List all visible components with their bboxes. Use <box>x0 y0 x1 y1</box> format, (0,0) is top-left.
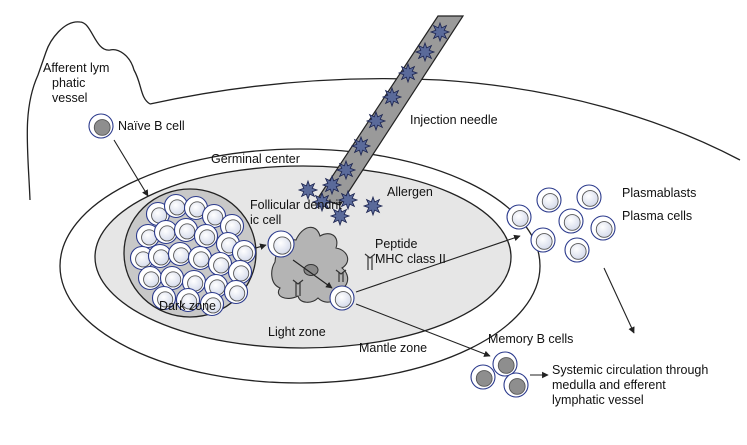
allergen-icon <box>397 62 419 84</box>
b-cell-icon <box>137 265 163 291</box>
mantle-zone-label: Mantle zone <box>359 341 427 355</box>
allergen-icon <box>337 189 359 211</box>
plasma-cell-icon <box>530 227 556 253</box>
germinal-center-label: Germinal center <box>211 152 300 166</box>
allergen-icon <box>414 41 436 63</box>
systemic-label-line1: Systemic circulation through <box>552 363 708 377</box>
afferent-label-line1: Afferent lym <box>43 61 109 75</box>
b-cell-icon <box>231 239 257 265</box>
mhc-receptor-icon <box>364 253 376 270</box>
peptide-label: Peptide <box>375 237 417 251</box>
mhc-receptor-icon <box>292 279 304 296</box>
systemic-label-line2: medulla and efferent <box>552 378 666 392</box>
allergen-label: Allergen <box>387 185 433 199</box>
b-cell-icon <box>151 285 177 311</box>
naive-b-cell-label: Naïve B cell <box>118 119 185 133</box>
b-cell-icon <box>147 243 173 269</box>
b-cell-icon <box>163 193 189 219</box>
naive-b-cell-icon <box>88 113 114 139</box>
b-cell-icon <box>129 245 155 271</box>
allergen-icon <box>311 191 333 213</box>
lymph-node-boundary <box>26 21 151 201</box>
b-cell-icon <box>153 219 179 245</box>
b-cell-icon <box>219 213 245 239</box>
allergen-icon <box>335 159 357 181</box>
mhc-receptor-icon <box>335 269 347 282</box>
plasmablasts-label: Plasmablasts <box>622 186 696 200</box>
plasma-cells-label: Plasma cells <box>622 209 692 223</box>
b-cell-icon <box>201 203 227 229</box>
allergen-icon <box>329 205 351 227</box>
b-cell-icon <box>203 273 229 299</box>
b-cell-icon <box>267 230 295 258</box>
arrow-plasma-to-systemic <box>603 267 635 334</box>
allergen-icon <box>429 21 451 43</box>
allergen-icon <box>350 135 372 157</box>
allergen-icon <box>362 195 384 217</box>
light-zone-label: Light zone <box>268 325 326 339</box>
fdc-label-line2: ic cell <box>250 213 281 227</box>
dark-zone-label: Dark zone <box>159 299 216 313</box>
arrow-naive-to-dark <box>113 139 149 197</box>
plasma-cell-icon <box>564 237 590 263</box>
memory-b-cells-label: Memory B cells <box>488 332 573 346</box>
fdc-nucleus <box>303 264 319 276</box>
light-zone-b-cell-icon <box>329 285 355 311</box>
arrow-to-plasma <box>355 234 521 293</box>
b-cell-icon <box>167 241 193 267</box>
plasma-cell-icon <box>558 208 584 234</box>
mhc-class-ii-label: MHC class II <box>375 252 446 266</box>
b-cell-icon <box>199 291 225 317</box>
b-cell-icon <box>227 259 253 285</box>
memory-b-cell-icon <box>503 372 529 398</box>
plasma-cell-icon <box>576 184 602 210</box>
plasma-cell-icon <box>590 215 616 241</box>
arrow-fdc-to-lightzone-cell <box>292 259 333 289</box>
dark-zone-cells <box>129 193 257 317</box>
memory-b-cell-icon <box>492 351 518 377</box>
b-cell-icon <box>175 287 201 313</box>
afferent-label-line3: vessel <box>52 91 87 105</box>
b-cell-icon <box>223 279 249 305</box>
allergen-icon <box>297 179 319 201</box>
systemic-label-line3: lymphatic vessel <box>552 393 644 407</box>
b-cell-icon <box>145 201 171 227</box>
allergen-icon <box>321 174 343 196</box>
lymph-node-top-arc <box>149 78 741 161</box>
arrow-to-memory <box>355 303 491 357</box>
memory-b-cell-icon <box>470 364 496 390</box>
injection-needle-label: Injection needle <box>410 113 498 127</box>
fdc-label-line1: Follicular dendrit <box>250 198 342 212</box>
b-cell-icon <box>173 217 199 243</box>
allergen-icon <box>381 86 403 108</box>
allergen-icon <box>365 110 387 132</box>
b-cells <box>88 113 616 398</box>
allergens <box>297 21 451 227</box>
b-cell-icon <box>187 245 213 271</box>
plasma-cell-icon <box>536 187 562 213</box>
afferent-label-line2: phatic <box>52 76 85 90</box>
needle-icon <box>317 15 465 206</box>
b-cell-icon <box>193 223 219 249</box>
plasma-cell-icon <box>506 204 532 230</box>
